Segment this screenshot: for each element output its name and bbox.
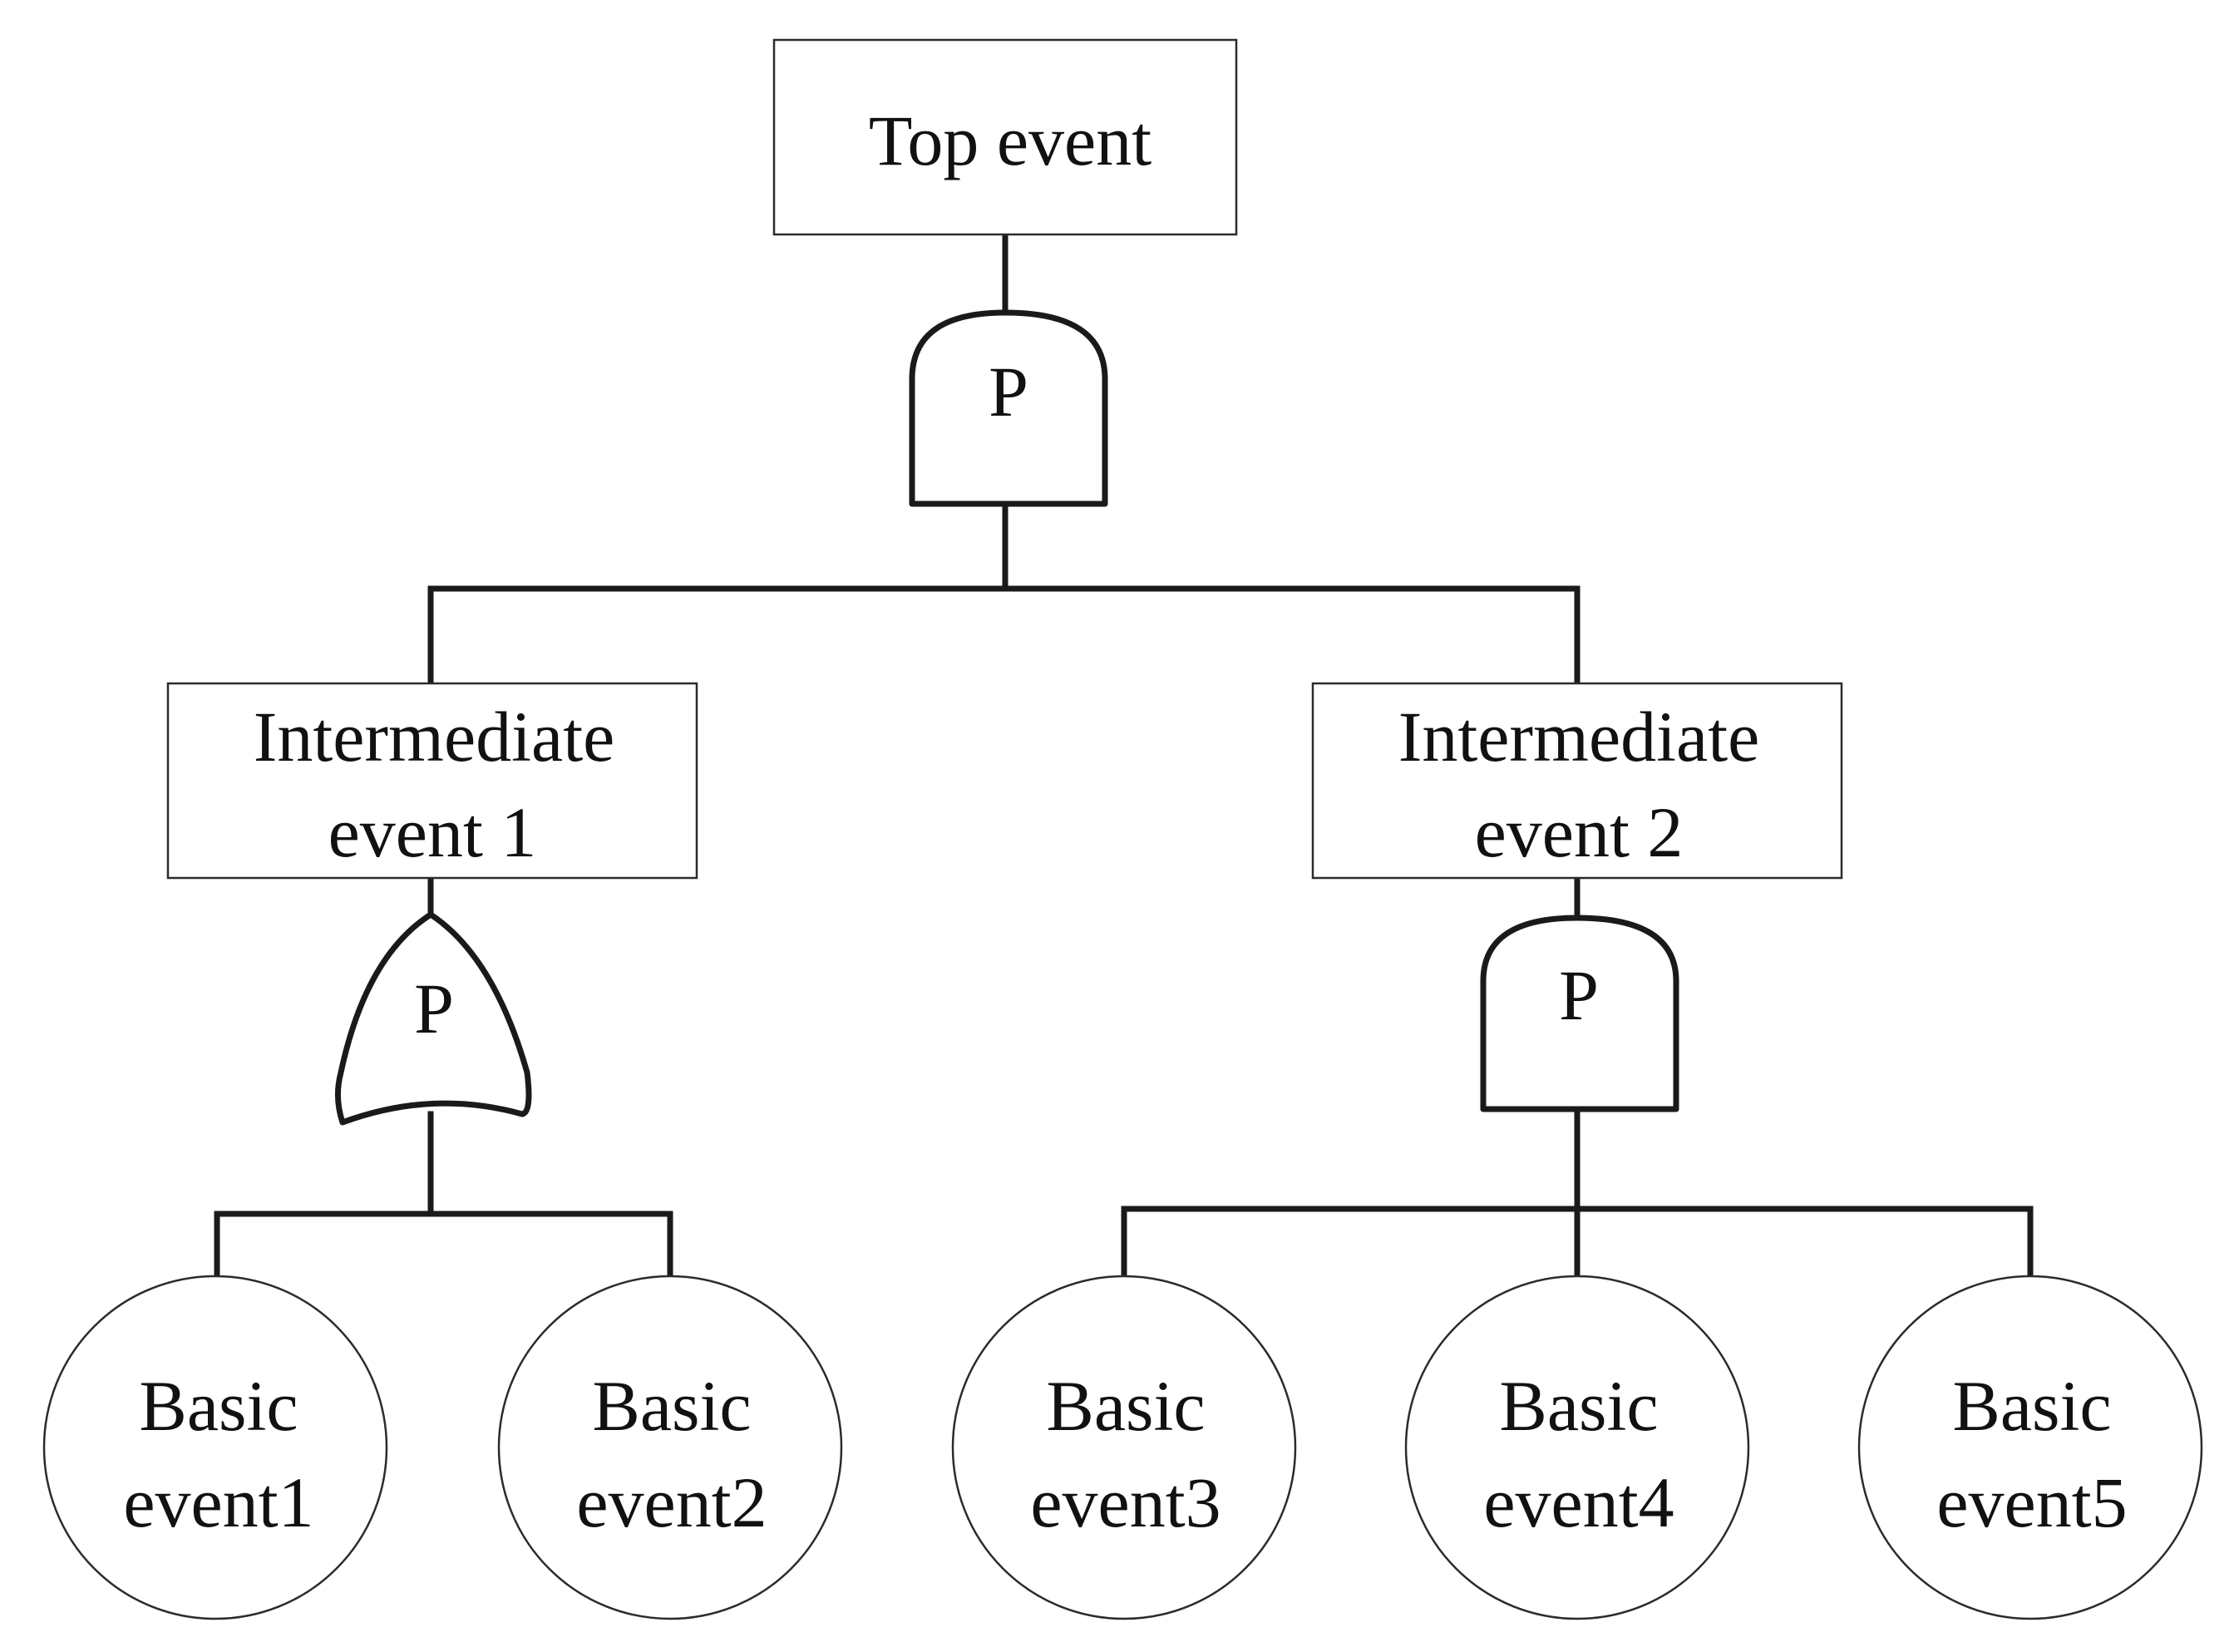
or-gate-shape <box>335 911 532 1126</box>
basic-event-2-circle <box>497 1275 843 1620</box>
connector-left-bus <box>214 1211 673 1280</box>
basic-event-4-line2: event4 <box>1483 1462 1674 1542</box>
basic-event-4: Basic event4 <box>1404 1275 1750 1620</box>
connector-level1-bus <box>427 585 1581 685</box>
basic-event-2: Basic event2 <box>497 1275 843 1620</box>
top-gate-label: P <box>989 352 1028 431</box>
basic-event-3: Basic event3 <box>951 1275 1297 1620</box>
basic-event-4-circle <box>1404 1275 1750 1620</box>
gate-2-label: P <box>1559 955 1599 1035</box>
basic-event-4-line1: Basic <box>1499 1366 1658 1446</box>
intermediate-event-2-line2: event 2 <box>1475 792 1684 872</box>
or-gate-1: P <box>335 911 532 1126</box>
top-event: Top event <box>772 38 1238 236</box>
basic-event-2-line1: Basic <box>592 1366 751 1446</box>
basic-event-1-line2: event1 <box>123 1462 313 1542</box>
top-and-gate: P <box>909 309 1108 507</box>
top-event-label: Top event <box>869 101 1152 180</box>
basic-event-1-line1: Basic <box>139 1366 298 1446</box>
basic-event-5-line2: event5 <box>1936 1462 2127 1542</box>
gate-1-label: P <box>414 969 454 1048</box>
basic-event-5-line1: Basic <box>1952 1366 2111 1446</box>
basic-event-2-line2: event2 <box>576 1462 767 1542</box>
intermediate-event-2: Intermediate event 2 <box>1311 682 1843 880</box>
connectors <box>214 231 2034 1280</box>
basic-event-1: Basic event1 <box>42 1275 388 1620</box>
basic-event-3-circle <box>951 1275 1297 1620</box>
basic-event-3-line2: event3 <box>1030 1462 1221 1542</box>
top-event-box <box>772 38 1238 236</box>
and-gate-shape <box>909 309 1108 507</box>
intermediate-event-1: Intermediate event 1 <box>166 682 698 880</box>
intermediate-event-2-line1: Intermediate <box>1398 697 1760 777</box>
intermediate-event-1-line1: Intermediate <box>254 697 615 777</box>
basic-event-1-circle <box>42 1275 388 1620</box>
intermediate-event-2-box <box>1311 682 1843 880</box>
and-gate-shape <box>1480 915 1679 1112</box>
connector-right-bus <box>1121 1206 2034 1280</box>
intermediate-event-1-line2: event 1 <box>328 792 537 872</box>
intermediate-event-1-box <box>166 682 698 880</box>
basic-event-3-line1: Basic <box>1046 1366 1205 1446</box>
and-gate-2: P <box>1480 915 1679 1112</box>
basic-event-5: Basic event5 <box>1857 1275 2203 1620</box>
basic-event-5-circle <box>1857 1275 2203 1620</box>
